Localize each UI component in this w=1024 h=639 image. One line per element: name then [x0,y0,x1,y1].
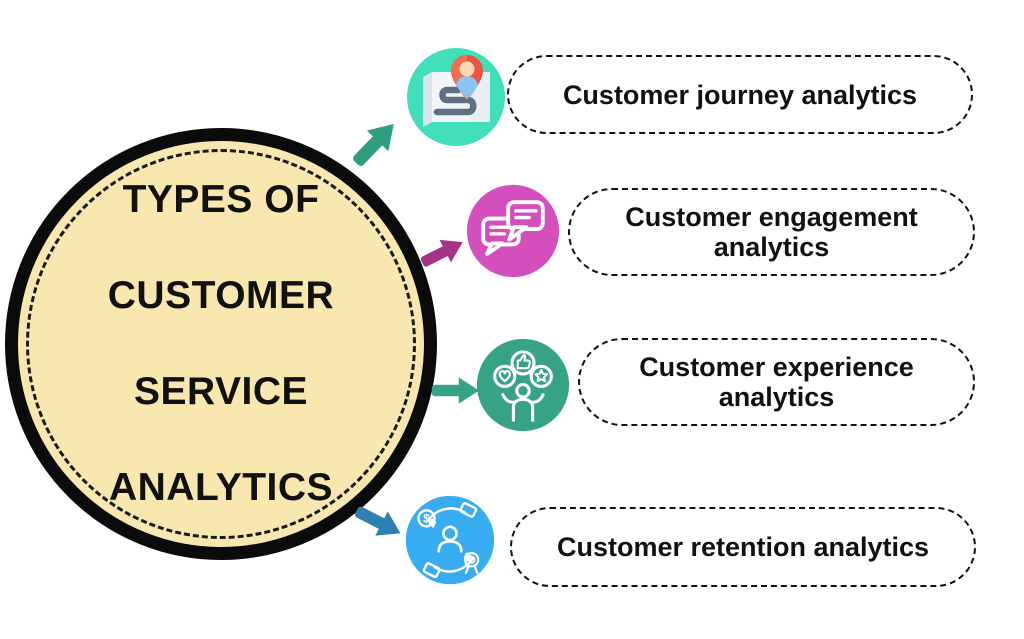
hub-title-line-1: TYPES OF [122,178,320,221]
hub-dashed-ring [26,149,416,539]
hub-title-line-4: ANALYTICS [108,466,334,509]
person-ratings-icon [475,337,571,433]
journey-map-icon [406,47,506,147]
label-engagement: Customer engagement analytics [625,202,918,262]
arrow-shape [353,124,394,166]
svg-text:$: $ [423,512,430,526]
arrow-to-experience [431,374,480,407]
arrow-shape [431,377,480,404]
arrow-to-retention [348,495,409,548]
arrow-shape [420,239,463,267]
hub-title-line-2: CUSTOMER [107,274,335,317]
label-journey: Customer journey analytics [562,79,918,110]
label-pill-engagement: Customer engagement analytics [568,188,975,276]
arrow-to-journey [343,111,407,176]
label-pill-experience: Customer experience analytics [578,338,975,426]
hub-title-line-3: SERVICE [133,370,308,413]
label-retention: Customer retention analytics [556,532,930,562]
label-pill-retention: Customer retention analytics [510,507,976,587]
arrow-shape [355,506,401,536]
hub-circle: TYPES OF CUSTOMER SERVICE ANALYTICS [5,128,437,560]
retention-hands-icon: $ [403,493,497,587]
hub-title: TYPES OF CUSTOMER SERVICE ANALYTICS [108,176,334,512]
chat-bubbles-icon [465,183,561,279]
label-experience: Customer experience analytics [639,352,914,412]
label-pill-journey: Customer journey analytics [507,55,973,134]
arrow-to-engagement [415,228,471,277]
